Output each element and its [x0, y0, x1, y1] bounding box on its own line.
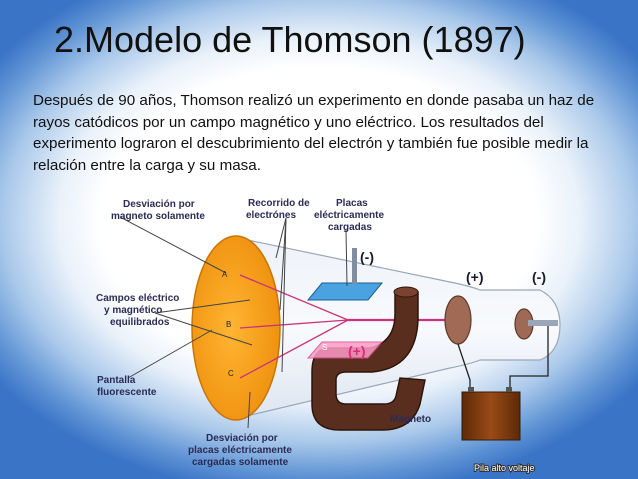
- label-desviacion-magneto: Desviación por magneto solamente: [111, 199, 205, 222]
- label-pila: Pila alto voltaje: [474, 463, 535, 473]
- pole-n: N: [382, 311, 388, 320]
- plate-top-sign: (-): [360, 249, 374, 265]
- pole-s: S: [322, 343, 327, 352]
- label-placas: Placas eléctricamente cargadas: [314, 198, 384, 233]
- svg-text:Placas: Placas: [336, 198, 368, 209]
- label-recorrido-electrones: Recorrido de electrónes: [246, 198, 310, 221]
- svg-text:Pantalla: Pantalla: [97, 375, 136, 386]
- svg-text:equilibrados: equilibrados: [110, 317, 170, 328]
- svg-text:eléctricamente: eléctricamente: [314, 210, 384, 221]
- svg-text:Campos eléctrico: Campos eléctrico: [96, 293, 179, 304]
- svg-text:magneto solamente: magneto solamente: [111, 211, 205, 222]
- fluorescent-screen: [191, 235, 281, 421]
- anode-sign: (+): [466, 269, 484, 285]
- label-magneto: Magneto: [390, 414, 431, 425]
- point-a: A: [222, 270, 228, 279]
- svg-text:cargadas solamente: cargadas solamente: [192, 457, 289, 468]
- body-paragraph: Después de 90 años, Thomson realizó un e…: [33, 92, 595, 174]
- point-b: B: [226, 320, 231, 329]
- label-pantalla: Pantalla fluorescente: [97, 375, 157, 398]
- svg-text:electrónes: electrónes: [246, 210, 296, 221]
- cathode-sign: (-): [532, 269, 546, 285]
- label-campos: Campos eléctrico y magnético equilibrado…: [96, 293, 179, 328]
- anode: [444, 295, 472, 345]
- plate-positive: [306, 341, 384, 359]
- svg-text:fluorescente: fluorescente: [97, 387, 157, 398]
- thomson-experiment-diagram: Desviación por magneto solamente Recorri…: [96, 198, 561, 474]
- plate-negative: [306, 282, 384, 301]
- svg-text:Desviación por: Desviación por: [123, 199, 195, 210]
- svg-text:placas eléctricamente: placas eléctricamente: [188, 445, 292, 456]
- svg-text:Desviación por: Desviación por: [206, 433, 278, 444]
- plate-bottom-sign: (+): [348, 343, 366, 359]
- slide-title: 2.Modelo de Thomson (1897): [54, 19, 526, 60]
- svg-text:Recorrido de: Recorrido de: [248, 198, 310, 209]
- label-desviacion-placas: Desviación por placas eléctricamente car…: [188, 433, 292, 468]
- svg-text:cargadas: cargadas: [328, 222, 372, 233]
- svg-text:y magnético: y magnético: [104, 305, 162, 316]
- high-voltage-battery: [461, 391, 521, 441]
- point-c: C: [228, 369, 234, 378]
